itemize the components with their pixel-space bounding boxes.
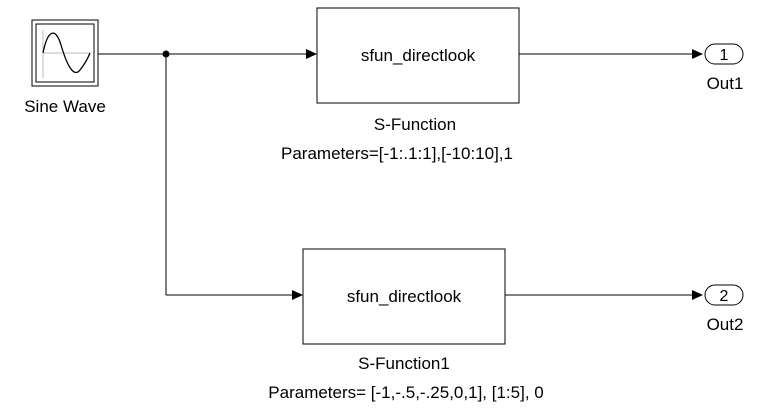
outport-2-number: 2 <box>720 288 729 305</box>
outport-2-label: Out2 <box>707 315 744 334</box>
s-function-block-1-name: S-Function <box>374 115 456 134</box>
signal-lines <box>98 49 703 300</box>
arrowhead-out1 <box>692 49 703 59</box>
sine-wave-label: Sine Wave <box>24 97 106 116</box>
s-function-block-2[interactable]: sfun_directlook S-Function1 Parameters= … <box>268 248 544 402</box>
outport-1-number: 1 <box>720 47 729 64</box>
s-function-block-1-function-name: sfun_directlook <box>361 46 476 65</box>
arrowhead-out2 <box>692 290 703 300</box>
outport-1-shape <box>704 43 744 65</box>
s-function-block-1-parameters: Parameters=[-1:.1:1],[-10:10],1 <box>281 144 513 163</box>
s-function-block-1-box <box>316 7 520 104</box>
arrowhead-block-2-input <box>292 290 303 300</box>
s-function-block-1[interactable]: sfun_directlook S-Function Parameters=[-… <box>281 7 520 163</box>
s-function-block-2-box <box>302 248 506 345</box>
outport-1-label: Out1 <box>707 74 744 93</box>
s-function-block-2-parameters: Parameters= [-1,-.5,-.25,0,1], [1:5], 0 <box>268 383 543 402</box>
s-function-block-2-name: S-Function1 <box>358 354 450 373</box>
s-function-block-2-function-name: sfun_directlook <box>347 287 462 306</box>
outport-2[interactable]: 2 Out2 <box>704 284 744 334</box>
sine-wave-icon <box>42 30 91 78</box>
outport-1[interactable]: 1 Out1 <box>704 43 744 93</box>
arrowhead-block-1-input <box>306 49 317 59</box>
outport-2-shape <box>704 284 744 306</box>
sine-wave-block[interactable]: Sine Wave <box>24 19 106 116</box>
